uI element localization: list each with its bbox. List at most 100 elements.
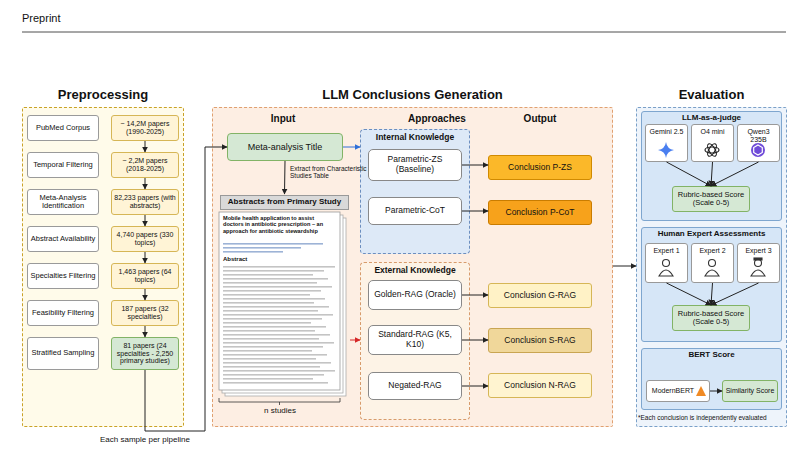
box-text: LLM-as-a-judge	[682, 114, 741, 123]
model-box: O4 mini	[691, 124, 734, 162]
approach-box: Golden-RAG (Oracle)	[368, 280, 462, 310]
abstracts-box: Abstracts from Primary Study	[219, 194, 350, 400]
connector	[145, 326, 146, 337]
connector	[145, 141, 146, 152]
expert-box: Expert 1	[645, 243, 688, 283]
output-box: Conclusion G-RAG	[488, 283, 592, 308]
approach-box: Parametric-CoT	[368, 197, 462, 225]
connector	[350, 340, 360, 341]
box-text: Human Expert Assessments	[658, 230, 766, 239]
connector	[343, 147, 360, 148]
box-text: Golden-RAG (Oracle)	[374, 290, 456, 300]
text-line	[223, 314, 333, 316]
text-line	[223, 270, 324, 272]
box-text: ModernBERT	[652, 387, 694, 395]
count-box: 1,463 papers (64 topics)	[111, 263, 179, 289]
connector	[145, 215, 146, 226]
box-text: Negated-RAG	[388, 381, 441, 391]
connector	[284, 161, 286, 194]
count-box: 4,740 papers (330 topics)	[111, 226, 179, 252]
text-line	[223, 278, 328, 280]
expert-box: Expert 2	[691, 243, 734, 283]
step-box: PubMed Corpus	[27, 115, 99, 141]
decoration	[751, 143, 765, 157]
output-box: Conclusion N-RAG	[488, 373, 592, 398]
paper-text-lines	[223, 243, 335, 384]
step-box: Meta-Analysis Identification	[27, 189, 99, 215]
box-text: 82,233 papers (with abstracts)	[114, 194, 176, 210]
box-text: ~ 2,2M papers (2018-2025)	[114, 157, 176, 173]
box-text: Specialties Filtering	[30, 272, 95, 280]
group-box: External KnowledgeGolden-RAG (Oracle)Sta…	[360, 262, 470, 420]
box-text: Parametric-ZS (Baseline)	[371, 155, 459, 174]
bracket	[219, 398, 340, 405]
box-text: Feasibility Filtering	[32, 309, 94, 317]
connector	[145, 289, 146, 300]
connector	[462, 386, 488, 387]
connector	[710, 391, 722, 392]
text-line	[223, 354, 327, 356]
text-line	[223, 366, 320, 368]
box-text: Similarity Score	[726, 387, 775, 395]
text-line	[223, 243, 323, 245]
score-box: Rubric-based Score (Scale 0-5)	[672, 186, 750, 212]
step-box: Specialties Filtering	[27, 263, 99, 289]
count-box: ~ 2,2M papers (2018-2025)	[111, 152, 179, 178]
box-text: BERT Score	[688, 351, 734, 360]
text-line	[223, 274, 313, 276]
output-box: Conclusion S-RAG	[488, 328, 592, 353]
connector	[711, 283, 759, 305]
connector	[667, 162, 712, 186]
decoration	[706, 142, 718, 157]
approach-box: Negated-RAG	[368, 372, 462, 400]
box-text: O4 mini	[700, 128, 724, 136]
count-box: 81 papers (24 specialties - 2,250 primar…	[111, 337, 179, 370]
decoration	[755, 260, 762, 267]
connector	[462, 295, 488, 296]
decoration	[705, 147, 719, 153]
box-text: Expert 3	[745, 247, 771, 255]
box-text: Gemini 2.5	[650, 128, 684, 136]
text-line	[223, 282, 317, 284]
paper-page	[219, 212, 340, 390]
gemini-icon	[658, 142, 674, 158]
box-text: Temporal Filtering	[33, 161, 93, 169]
expert-box: Expert 3	[737, 243, 780, 283]
box-text: Qwen3 235B	[739, 128, 778, 144]
text-line	[223, 350, 312, 352]
openai-icon	[705, 142, 719, 157]
text-line	[223, 378, 313, 380]
decoration	[709, 260, 716, 267]
decoration	[663, 260, 670, 267]
group-box: Internal KnowledgeParametric-ZS (Baselin…	[360, 129, 470, 254]
decoration	[659, 270, 673, 276]
decoration	[706, 142, 718, 157]
count-box: ~ 14,2M papers (1990-2025)	[111, 115, 179, 141]
decoration	[754, 258, 762, 260]
text-line	[223, 374, 324, 376]
connector	[145, 147, 227, 431]
text-line	[223, 266, 335, 268]
text-line	[223, 310, 318, 312]
box-text: Rubric-based Score (Scale 0-5)	[675, 191, 747, 208]
group-box: LLM-as-a-judgeGemini 2.5 O4 mini Qwen3 235…	[641, 111, 782, 221]
approach-box: Standard-RAG (K5, K10)	[368, 325, 462, 355]
text-line	[223, 346, 323, 348]
connector	[711, 283, 713, 305]
group-box: Human Expert AssessmentsExpert 1 Expert 2…	[641, 227, 782, 342]
connector	[462, 211, 488, 212]
connector	[145, 178, 146, 189]
text-line	[223, 286, 332, 288]
box-text: Standard-RAG (K5, K10)	[371, 330, 459, 349]
text-line	[223, 326, 326, 328]
box-text: Expert 2	[699, 247, 725, 255]
text-line	[223, 251, 283, 253]
paper-stack	[219, 212, 346, 396]
box-text: Conclusion P-ZS	[508, 163, 572, 173]
decoration	[751, 270, 765, 276]
decoration	[754, 145, 763, 155]
text-line	[223, 358, 316, 360]
text-line	[223, 318, 322, 320]
text-line	[223, 334, 330, 336]
box-text: PubMed Corpus	[36, 124, 90, 132]
